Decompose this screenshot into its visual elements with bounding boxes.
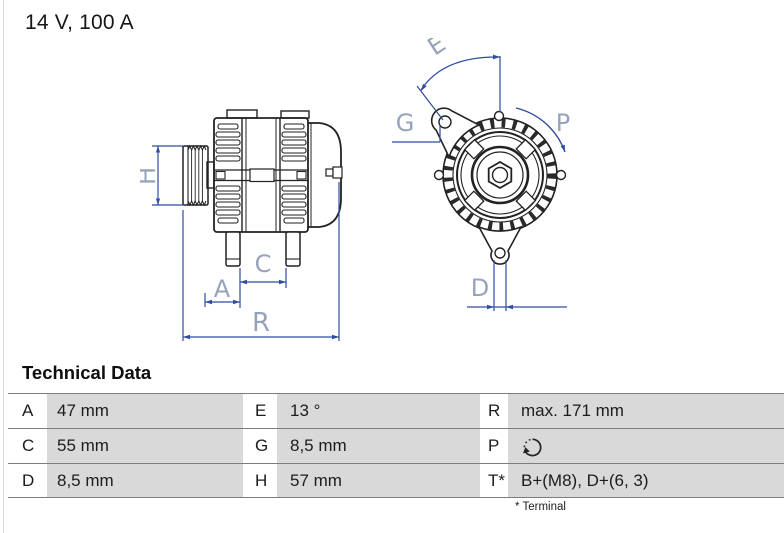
dim-label-c: C	[255, 250, 272, 278]
dim-label-d: D	[471, 274, 489, 302]
table-value: 8,5 mm	[277, 429, 480, 463]
table-value: 55 mm	[47, 429, 243, 463]
front-view-dimensions	[392, 54, 567, 311]
table-value: 47 mm	[47, 394, 243, 428]
table-value: 57 mm	[277, 464, 480, 497]
technical-data-table: A 47 mm E 13 ° R max. 171 mm C 55 mm G 8…	[8, 393, 784, 498]
side-view-drawing	[182, 109, 343, 267]
dim-label-r: R	[252, 308, 270, 338]
dim-label-a: A	[214, 275, 231, 303]
table-key: R	[480, 394, 508, 428]
table-value: 13 °	[277, 394, 480, 428]
dim-label-e: E	[423, 38, 451, 61]
side-view-dimension-labels: H A C R	[140, 167, 271, 338]
alternator-technical-drawing: H A C R	[140, 38, 570, 341]
table-value: 8,5 mm	[47, 464, 243, 497]
technical-data-heading: Technical Data	[22, 362, 152, 383]
table-key: T*	[480, 464, 508, 497]
side-view-dimensions	[152, 145, 340, 341]
table-row: D 8,5 mm H 57 mm T* B+(M8), D+(6, 3)	[8, 463, 784, 498]
table-key: H	[243, 464, 277, 497]
dim-label-p: P	[556, 109, 570, 137]
page-left-border	[3, 0, 4, 533]
table-key: A	[8, 394, 47, 428]
table-key: C	[8, 429, 47, 463]
dim-label-h: H	[140, 167, 161, 185]
dim-label-g: G	[396, 109, 415, 137]
table-value: B+(M8), D+(6, 3)	[508, 464, 784, 497]
terminal-footnote: * Terminal	[515, 501, 566, 513]
table-row: A 47 mm E 13 ° R max. 171 mm	[8, 393, 784, 428]
table-key: E	[243, 394, 277, 428]
front-view-drawing	[430, 107, 567, 265]
rotation-direction-icon	[521, 435, 544, 458]
table-key: P	[480, 429, 508, 463]
table-key: D	[8, 464, 47, 497]
table-row: C 55 mm G 8,5 mm P	[8, 428, 784, 463]
table-value: max. 171 mm	[508, 394, 784, 428]
table-value	[508, 429, 784, 463]
table-key: G	[243, 429, 277, 463]
product-spec-title: 14 V, 100 A	[25, 11, 134, 34]
